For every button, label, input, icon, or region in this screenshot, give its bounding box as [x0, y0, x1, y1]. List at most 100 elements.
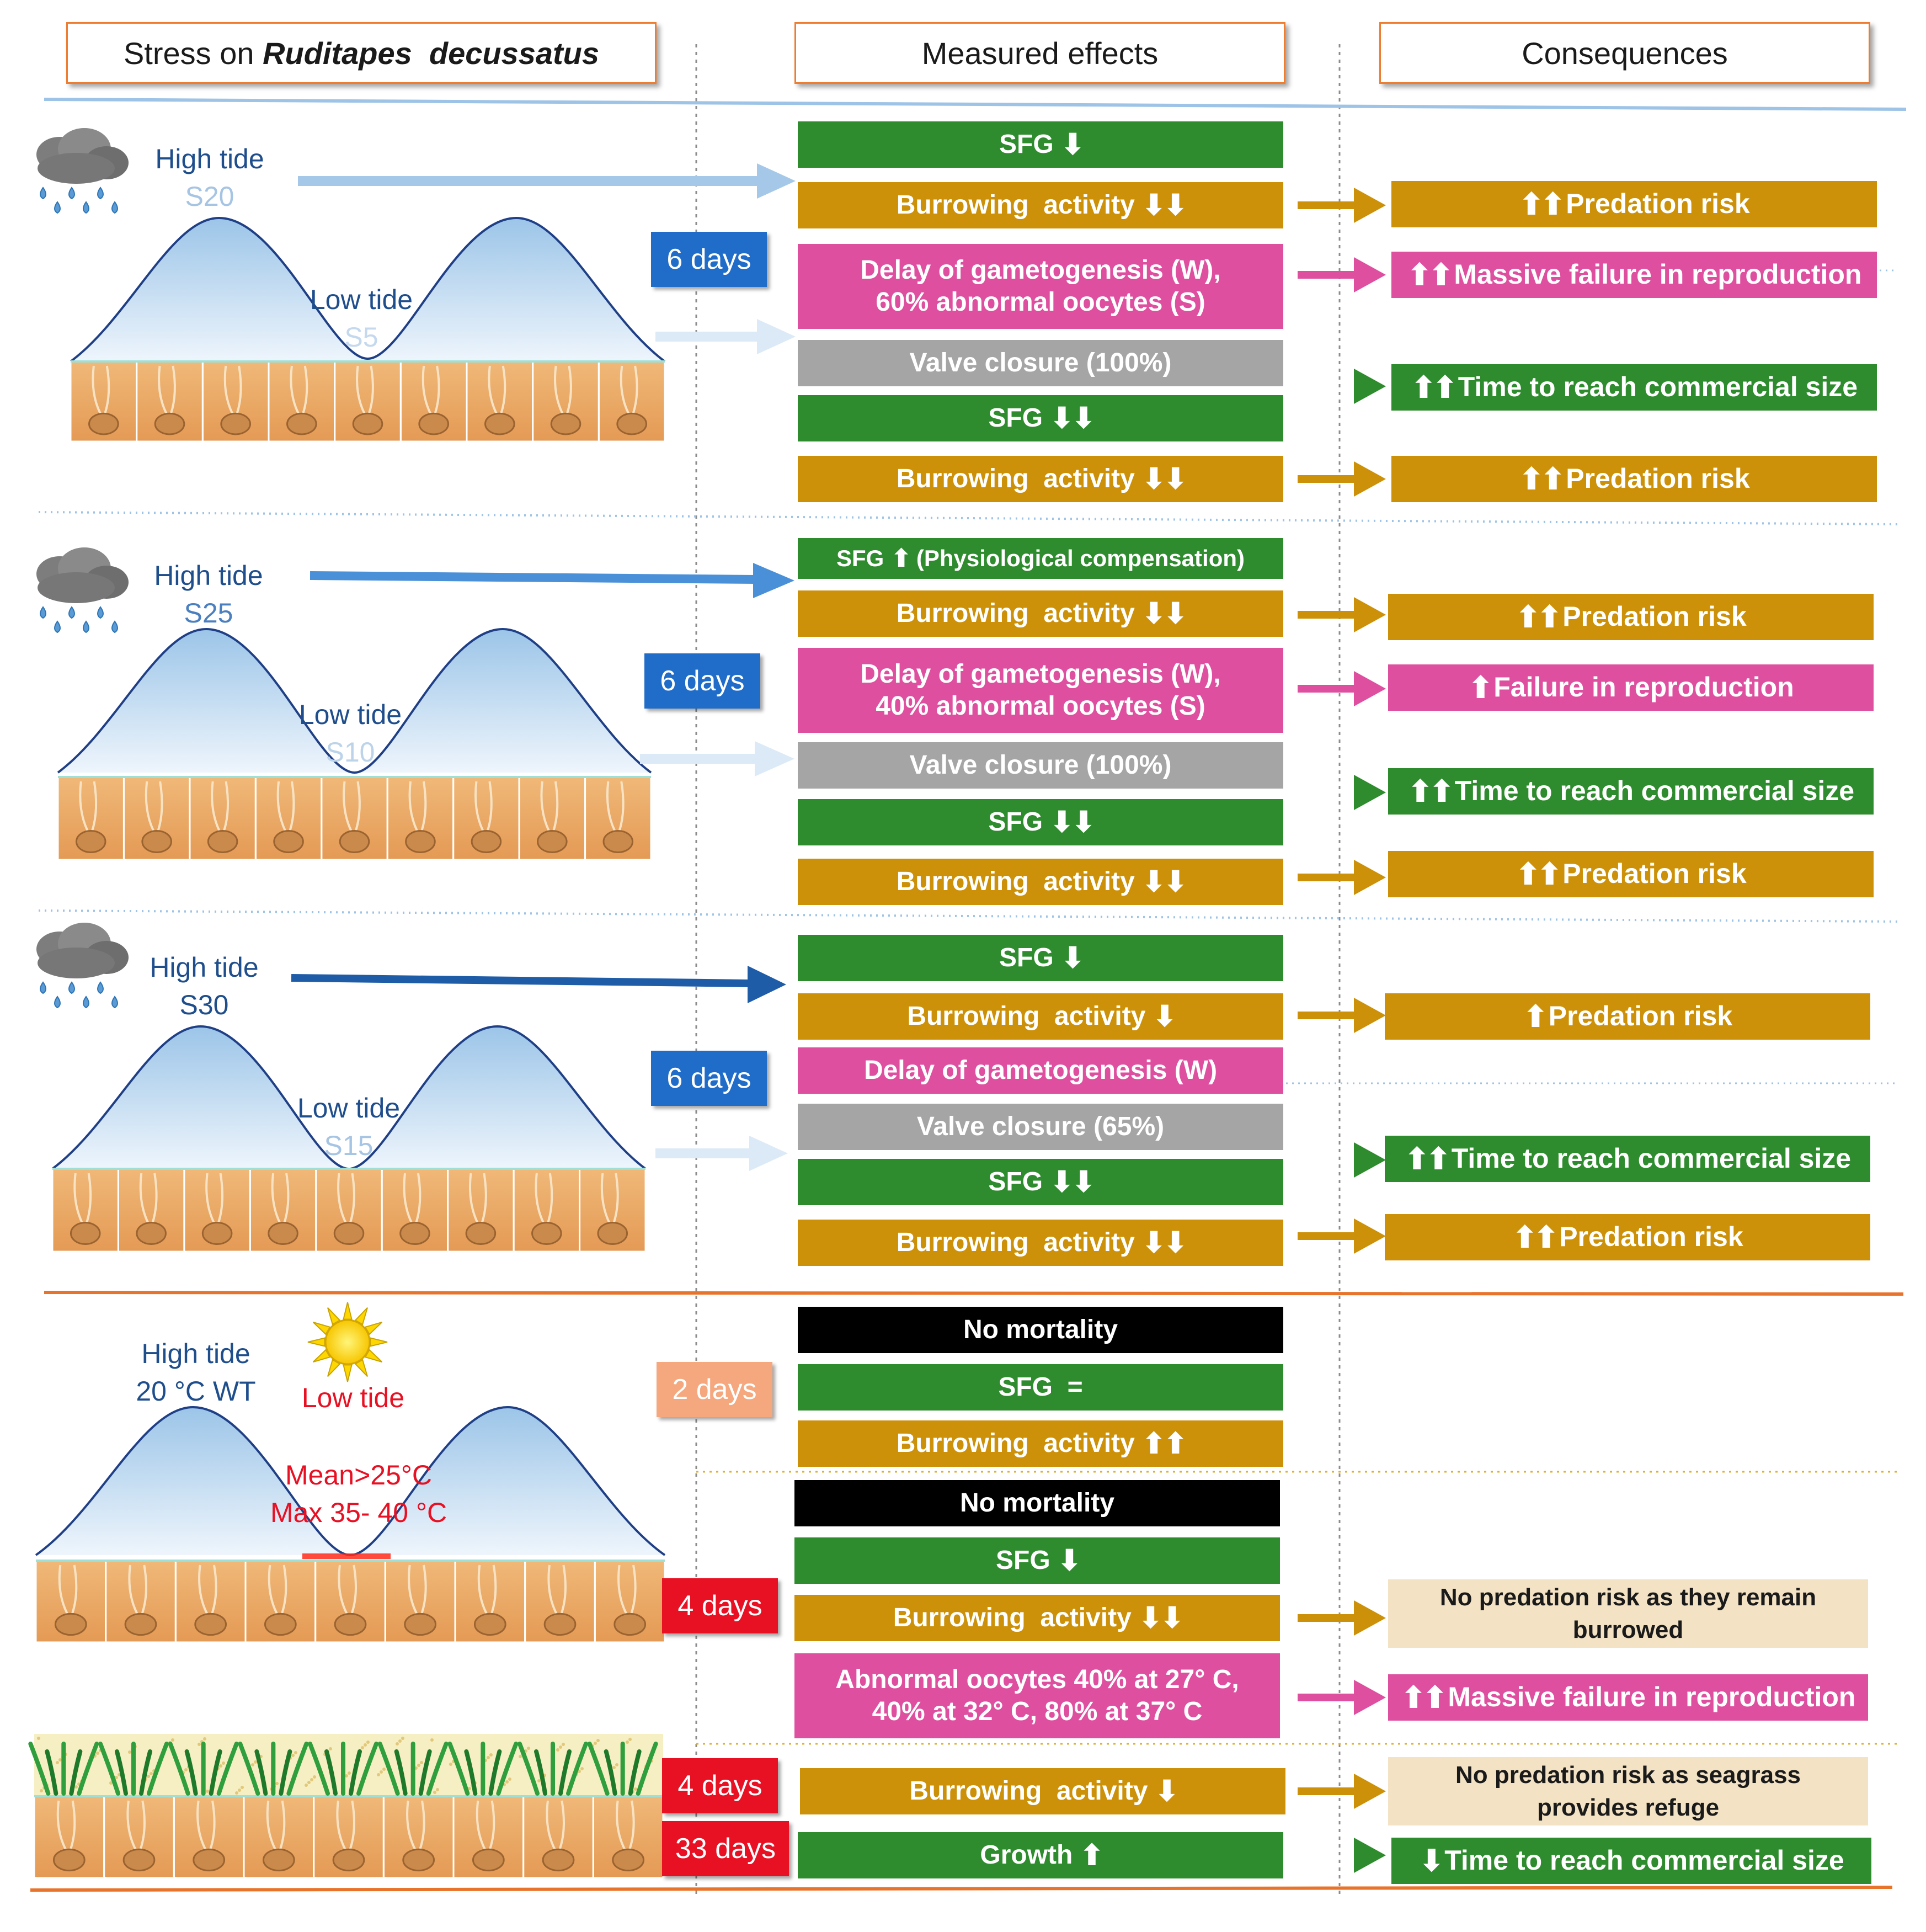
effect-sfg: SFG⬆(Physiological compensation): [798, 538, 1283, 579]
clam-icon: [471, 830, 502, 853]
double-down-arrow-icon: ⬇⬇: [1049, 401, 1096, 435]
consequence-predation: ⬆⬆Predation risk: [1391, 456, 1877, 502]
duration-badge: 6 days: [644, 653, 760, 709]
siphon: [476, 1800, 486, 1850]
clam-icon: [537, 830, 568, 853]
siphon: [128, 1564, 138, 1615]
siphon: [630, 1564, 637, 1614]
seagrass-icon: [45, 1749, 58, 1796]
consequence-arrow-head: [1354, 671, 1386, 706]
arrow-high-tide: [310, 571, 756, 584]
low-tide-text: Low tide: [297, 1093, 401, 1124]
siphon: [486, 781, 493, 832]
siphon: [419, 1800, 425, 1850]
high-tide-label: High tide S20: [143, 141, 276, 215]
effect-sfg: SFG⬇⬇: [798, 395, 1283, 441]
siphon: [336, 1800, 346, 1850]
double-up-arrow-icon: ⬆⬆: [1404, 1141, 1452, 1176]
effect-label: Burrowing activity: [896, 1429, 1135, 1459]
low-tide-text: Low tide: [310, 284, 413, 315]
seagrass-icon: [115, 1749, 128, 1796]
siphon: [367, 365, 374, 414]
consequence-predation: ⬆⬆Predation risk: [1385, 1214, 1870, 1260]
consequence-predation: ⬆⬆Predation risk: [1388, 594, 1874, 640]
seagrass-icon: [517, 1742, 540, 1796]
effect-sfg: SFG⬇: [798, 935, 1283, 981]
low-tide-label: Low tide: [301, 1382, 405, 1413]
effect-gametogenesis: Delay of gametogenesis (W), 40% abnormal…: [798, 648, 1283, 733]
siphon: [612, 1173, 619, 1223]
effect-label: Burrowing activity: [907, 1002, 1146, 1031]
siphon: [632, 365, 638, 414]
consequence-arrow-head: [1354, 1600, 1386, 1636]
clam-icon: [404, 1612, 437, 1636]
effect-label: Burrowing activity: [893, 1603, 1132, 1633]
rain-drop-icon: [83, 201, 89, 214]
low-tide-label: Low tide S5: [301, 281, 422, 356]
up-arrow-icon: ⬆: [1522, 998, 1549, 1034]
effect-label: Burrowing activity: [896, 464, 1135, 494]
seagrass-icon: [209, 1749, 222, 1796]
header-species: Ruditapes decussatus: [263, 35, 600, 71]
siphon: [139, 1173, 149, 1223]
clam-icon: [154, 412, 185, 435]
siphon: [289, 781, 295, 832]
rain-drop-icon: [54, 201, 61, 214]
siphon: [73, 1173, 83, 1223]
clam-icon: [124, 1612, 157, 1636]
high-tide-text: High tide: [141, 1338, 250, 1369]
high-tide-label: High tide S25: [142, 557, 275, 632]
down-arrow-icon: ⬇: [1152, 999, 1177, 1033]
tide-scene-temperature: [35, 1302, 666, 1643]
seagrass-icon: [628, 1749, 642, 1796]
siphon: [337, 1173, 347, 1223]
consequence-arrow-head: [1354, 860, 1386, 895]
effect-burrowing: Burrowing activity⬇⬇: [798, 859, 1283, 905]
consequence-arrow-head: [1354, 1838, 1386, 1873]
effect-gametogenesis: Delay of gametogenesis (W), 60% abnormal…: [798, 244, 1283, 329]
effect-note: (Physiological compensation): [916, 545, 1245, 571]
siphon: [616, 1800, 626, 1850]
high-tide-label: High tide 20 °C WT: [121, 1335, 270, 1410]
effect-gametogenesis: Delay of gametogenesis (W): [798, 1047, 1283, 1094]
double-down-arrow-icon: ⬇⬇: [1141, 597, 1188, 630]
rain-drop-icon: [68, 981, 75, 994]
water-fill: [52, 1026, 645, 1169]
effect-sfg: SFG =: [798, 1364, 1283, 1411]
clam-icon: [334, 1612, 367, 1636]
consequence-label: Predation risk: [1562, 858, 1747, 890]
clam-icon: [70, 1222, 101, 1245]
consequence-arrow-head: [1354, 257, 1386, 292]
consequence-label: Massive failure in reproduction: [1448, 1681, 1856, 1713]
consequence-arrow-head: [1354, 1774, 1386, 1809]
consequence-arrow-head: [1354, 1142, 1386, 1178]
water-fill: [71, 218, 665, 361]
siphon: [606, 781, 616, 832]
seagrass-icon: [238, 1742, 260, 1796]
clam-icon: [193, 1848, 226, 1872]
seagrass-icon: [636, 1742, 658, 1796]
siphon: [354, 781, 361, 832]
water-temperature: 20 °C WT: [136, 1375, 256, 1407]
siphon: [91, 781, 98, 832]
siphon: [420, 1564, 427, 1614]
clam-icon: [543, 1612, 577, 1636]
up-arrow-icon: ⬆: [1468, 669, 1493, 705]
siphon: [198, 1564, 209, 1615]
siphon: [565, 365, 572, 414]
double-down-arrow-icon: ⬇⬇: [1141, 462, 1188, 496]
duration-badge: 2 days: [657, 1362, 772, 1417]
siphon: [71, 1564, 78, 1614]
consequence-no-predation: No predation risk as seagrass provides r…: [1388, 1757, 1868, 1825]
clam-icon: [88, 412, 119, 435]
sun-icon: [324, 1319, 371, 1365]
effect-burrowing: Burrowing activity⬇⬇: [798, 182, 1283, 228]
consequence-label: Time to reach commercial size: [1454, 775, 1855, 807]
header-stress-prefix: Stress on: [123, 35, 263, 71]
clam-icon: [136, 1222, 167, 1245]
effect-sfg: SFG⬇⬇: [798, 1159, 1283, 1205]
siphon: [481, 1173, 487, 1223]
siphon: [158, 365, 168, 414]
clam-icon: [550, 412, 581, 435]
seagrass-icon: [464, 1749, 478, 1796]
